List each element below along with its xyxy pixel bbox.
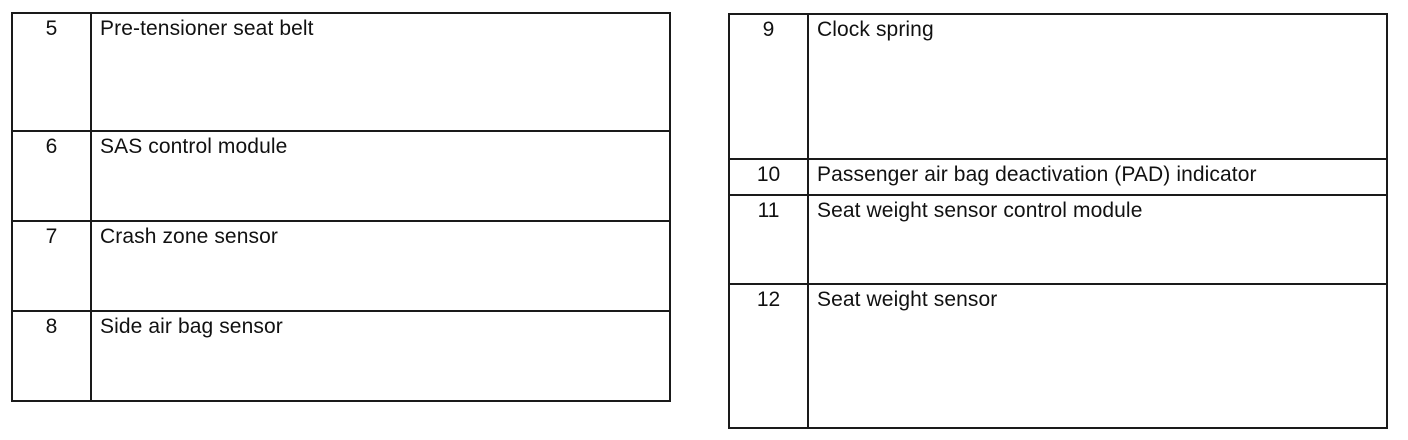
table-row: 9 Clock spring [728, 13, 1388, 160]
item-number: 11 [728, 194, 809, 285]
table-row: 12 Seat weight sensor [728, 283, 1388, 429]
item-number: 9 [728, 13, 809, 160]
item-number: 7 [11, 220, 92, 312]
item-number: 8 [11, 310, 92, 402]
table-row: 7 Crash zone sensor [11, 220, 671, 312]
table-row: 10 Passenger air bag deactivation (PAD) … [728, 158, 1388, 196]
table-row: 5 Pre-tensioner seat belt [11, 12, 671, 132]
item-description: Crash zone sensor [90, 220, 671, 312]
item-description: Clock spring [807, 13, 1388, 160]
item-number: 10 [728, 158, 809, 196]
item-description: Side air bag sensor [90, 310, 671, 402]
table-row: 6 SAS control module [11, 130, 671, 222]
item-description: Passenger air bag deactivation (PAD) ind… [807, 158, 1388, 196]
item-number: 6 [11, 130, 92, 222]
item-number: 12 [728, 283, 809, 429]
item-description: Seat weight sensor control module [807, 194, 1388, 285]
item-description: SAS control module [90, 130, 671, 222]
table-row: 11 Seat weight sensor control module [728, 194, 1388, 285]
item-number: 5 [11, 12, 92, 132]
component-legend-table-right: 9 Clock spring 10 Passenger air bag deac… [728, 13, 1388, 429]
item-description: Pre-tensioner seat belt [90, 12, 671, 132]
table-row: 8 Side air bag sensor [11, 310, 671, 402]
component-legend-table-left: 5 Pre-tensioner seat belt 6 SAS control … [11, 12, 671, 402]
item-description: Seat weight sensor [807, 283, 1388, 429]
